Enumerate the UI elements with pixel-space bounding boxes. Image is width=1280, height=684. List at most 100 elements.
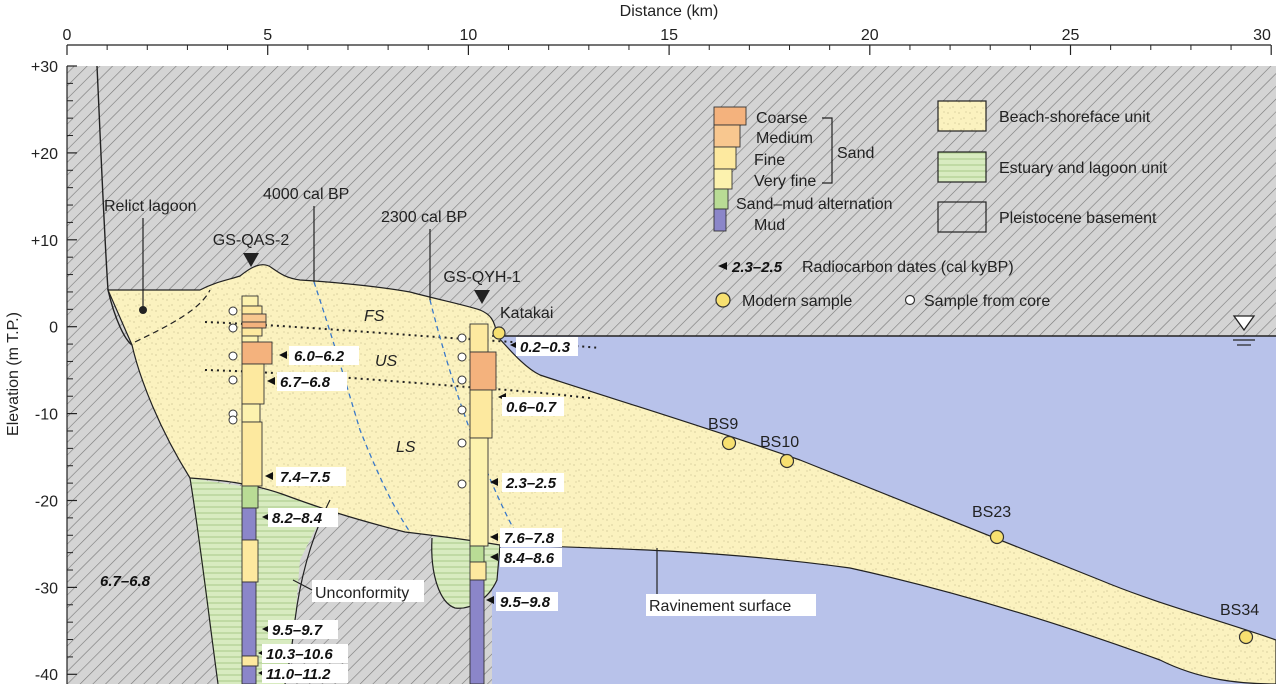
core2-marker-icon <box>474 290 490 304</box>
date-label: 0.6–0.7 <box>498 393 564 416</box>
isochron-4000 <box>313 281 411 533</box>
legend: Coarse Medium Fine Very fine Sand–mud al… <box>713 100 1168 310</box>
sample-label-bs10: BS10 <box>760 434 799 451</box>
legend-modern-sample: Modern sample <box>742 293 852 310</box>
sample-point-bs10 <box>779 453 795 469</box>
fs-surface <box>204 321 601 349</box>
y-axis-title: Elevation (m T.P.) <box>5 312 22 436</box>
core1-label: GS-QAS-2 <box>213 232 290 249</box>
valley1-left-wall <box>189 477 219 684</box>
legend-mud: Mud <box>754 217 785 234</box>
relict-lagoon-boundary <box>134 289 211 343</box>
legend-pleistocene: Pleistocene basement <box>999 210 1157 227</box>
date-label: 7.6–7.8 <box>490 528 562 547</box>
legend-very-fine: Very fine <box>754 173 816 190</box>
sand-bracket <box>822 117 833 184</box>
grain-size-legend <box>713 106 747 232</box>
date-label: 9.5–9.7 <box>262 620 338 639</box>
x-tick-label: 30 <box>1253 27 1271 44</box>
y-tick-label: -40 <box>35 667 58 684</box>
ls-label: LS <box>396 439 416 456</box>
date-label: 6.7–6.8 <box>267 372 347 391</box>
svg-text:7.6–7.8: 7.6–7.8 <box>504 530 555 547</box>
unconformity-label-bg <box>312 580 424 602</box>
legend-sand-mud: Sand–mud alternation <box>736 196 893 213</box>
svg-text:7.4–7.5: 7.4–7.5 <box>280 469 331 486</box>
fs-label: FS <box>364 308 385 325</box>
valley2-outline <box>431 537 501 609</box>
water-level-icon <box>1232 315 1256 346</box>
basement-age-label: 6.7–6.8 <box>100 573 151 590</box>
y-tick-label: 0 <box>49 320 58 337</box>
x-tick-label: 15 <box>660 27 678 44</box>
sample-point-bs23 <box>989 529 1005 545</box>
dates-core1: 6.0–6.2 6.7–6.8 7.4–7.5 8.2–8.4 9.5–9.7 … <box>258 346 359 683</box>
y-tick-label: +20 <box>31 146 58 163</box>
legend-core-sample: Sample from core <box>924 293 1050 310</box>
core-samples <box>228 306 467 489</box>
relict-lagoon-dot <box>139 306 147 314</box>
sample-point-bs34 <box>1238 629 1254 645</box>
sample-label-bs9: BS9 <box>708 416 738 433</box>
date-label: 0.2–0.3 <box>510 337 578 356</box>
legend-beach: Beach-shoreface unit <box>999 109 1151 126</box>
date-label: 7.4–7.5 <box>265 467 346 486</box>
svg-text:11.0–11.2: 11.0–11.2 <box>266 666 331 683</box>
svg-text:9.5–9.8: 9.5–9.8 <box>500 594 551 611</box>
unconformity-label: Unconformity <box>315 585 409 602</box>
x-tick-label: 20 <box>861 27 879 44</box>
legend-sand: Sand <box>837 145 874 162</box>
x-tick-label: 5 <box>263 27 272 44</box>
y-tick-label: -10 <box>35 407 58 424</box>
legend-coarse: Coarse <box>756 110 808 127</box>
svg-text:6.0–6.2: 6.0–6.2 <box>294 348 345 365</box>
legend-radiocarbon-value: 2.3–2.5 <box>731 259 783 276</box>
svg-text:9.5–9.7: 9.5–9.7 <box>272 622 323 639</box>
us-surface <box>204 369 591 399</box>
svg-text:10.3–10.6: 10.3–10.6 <box>266 646 333 663</box>
y-tick-label: +30 <box>31 59 58 76</box>
legend-fine: Fine <box>754 152 785 169</box>
core1-marker-icon <box>243 253 259 267</box>
y-tick-label: -20 <box>35 494 58 511</box>
legend-estuary: Estuary and lagoon unit <box>999 160 1168 177</box>
annotations: Relict lagoon 4000 cal BP 2300 cal BP GS… <box>100 186 816 616</box>
legend-estuary-swatch <box>937 151 987 183</box>
date-label: 6.0–6.2 <box>279 346 359 365</box>
basement-cliff-line <box>96 66 133 346</box>
bp2300-label: 2300 cal BP <box>381 209 467 226</box>
legend-medium: Medium <box>756 130 813 147</box>
core2-label: GS-QYH-1 <box>443 269 520 286</box>
beach-shoreface-unit <box>107 264 1276 684</box>
estuary-valley-1 <box>190 478 330 684</box>
core-gs-qas-2 <box>241 295 273 684</box>
y-tick-label: +10 <box>31 233 58 250</box>
x-axis-title: Distance (km) <box>620 3 719 20</box>
svg-text:0.6–0.7: 0.6–0.7 <box>506 399 557 416</box>
sample-label-bs23: BS23 <box>972 504 1011 521</box>
x-tick-label: 25 <box>1062 27 1080 44</box>
radiocarbon-arrow-icon <box>718 262 727 270</box>
ravinement-label: Ravinement surface <box>649 598 791 615</box>
x-tick-label: 10 <box>460 27 478 44</box>
modern-sample-icon <box>715 292 731 308</box>
date-label: 8.4–8.6 <box>490 548 562 567</box>
date-label: 9.5–9.8 <box>486 592 558 611</box>
modern-samples: BS9 BS10 BS23 BS34 <box>708 416 1259 645</box>
svg-text:8.2–8.4: 8.2–8.4 <box>272 510 323 527</box>
legend-beach-swatch <box>937 100 987 132</box>
date-label: 8.2–8.4 <box>262 508 338 527</box>
katakai-sample <box>492 326 506 340</box>
legend-radiocarbon-text: Radiocarbon dates (cal kyBP) <box>802 259 1014 276</box>
unconformity-leader <box>292 579 313 591</box>
sample-label-bs34: BS34 <box>1220 602 1259 619</box>
us-label: US <box>375 353 398 370</box>
date-label: 11.0–11.2 <box>258 664 348 683</box>
katakai-label: Katakai <box>500 305 553 322</box>
date-label: 2.3–2.5 <box>490 473 564 492</box>
relict-lagoon-label: Relict lagoon <box>104 198 197 215</box>
core-gs-qyh-1 <box>469 323 497 684</box>
